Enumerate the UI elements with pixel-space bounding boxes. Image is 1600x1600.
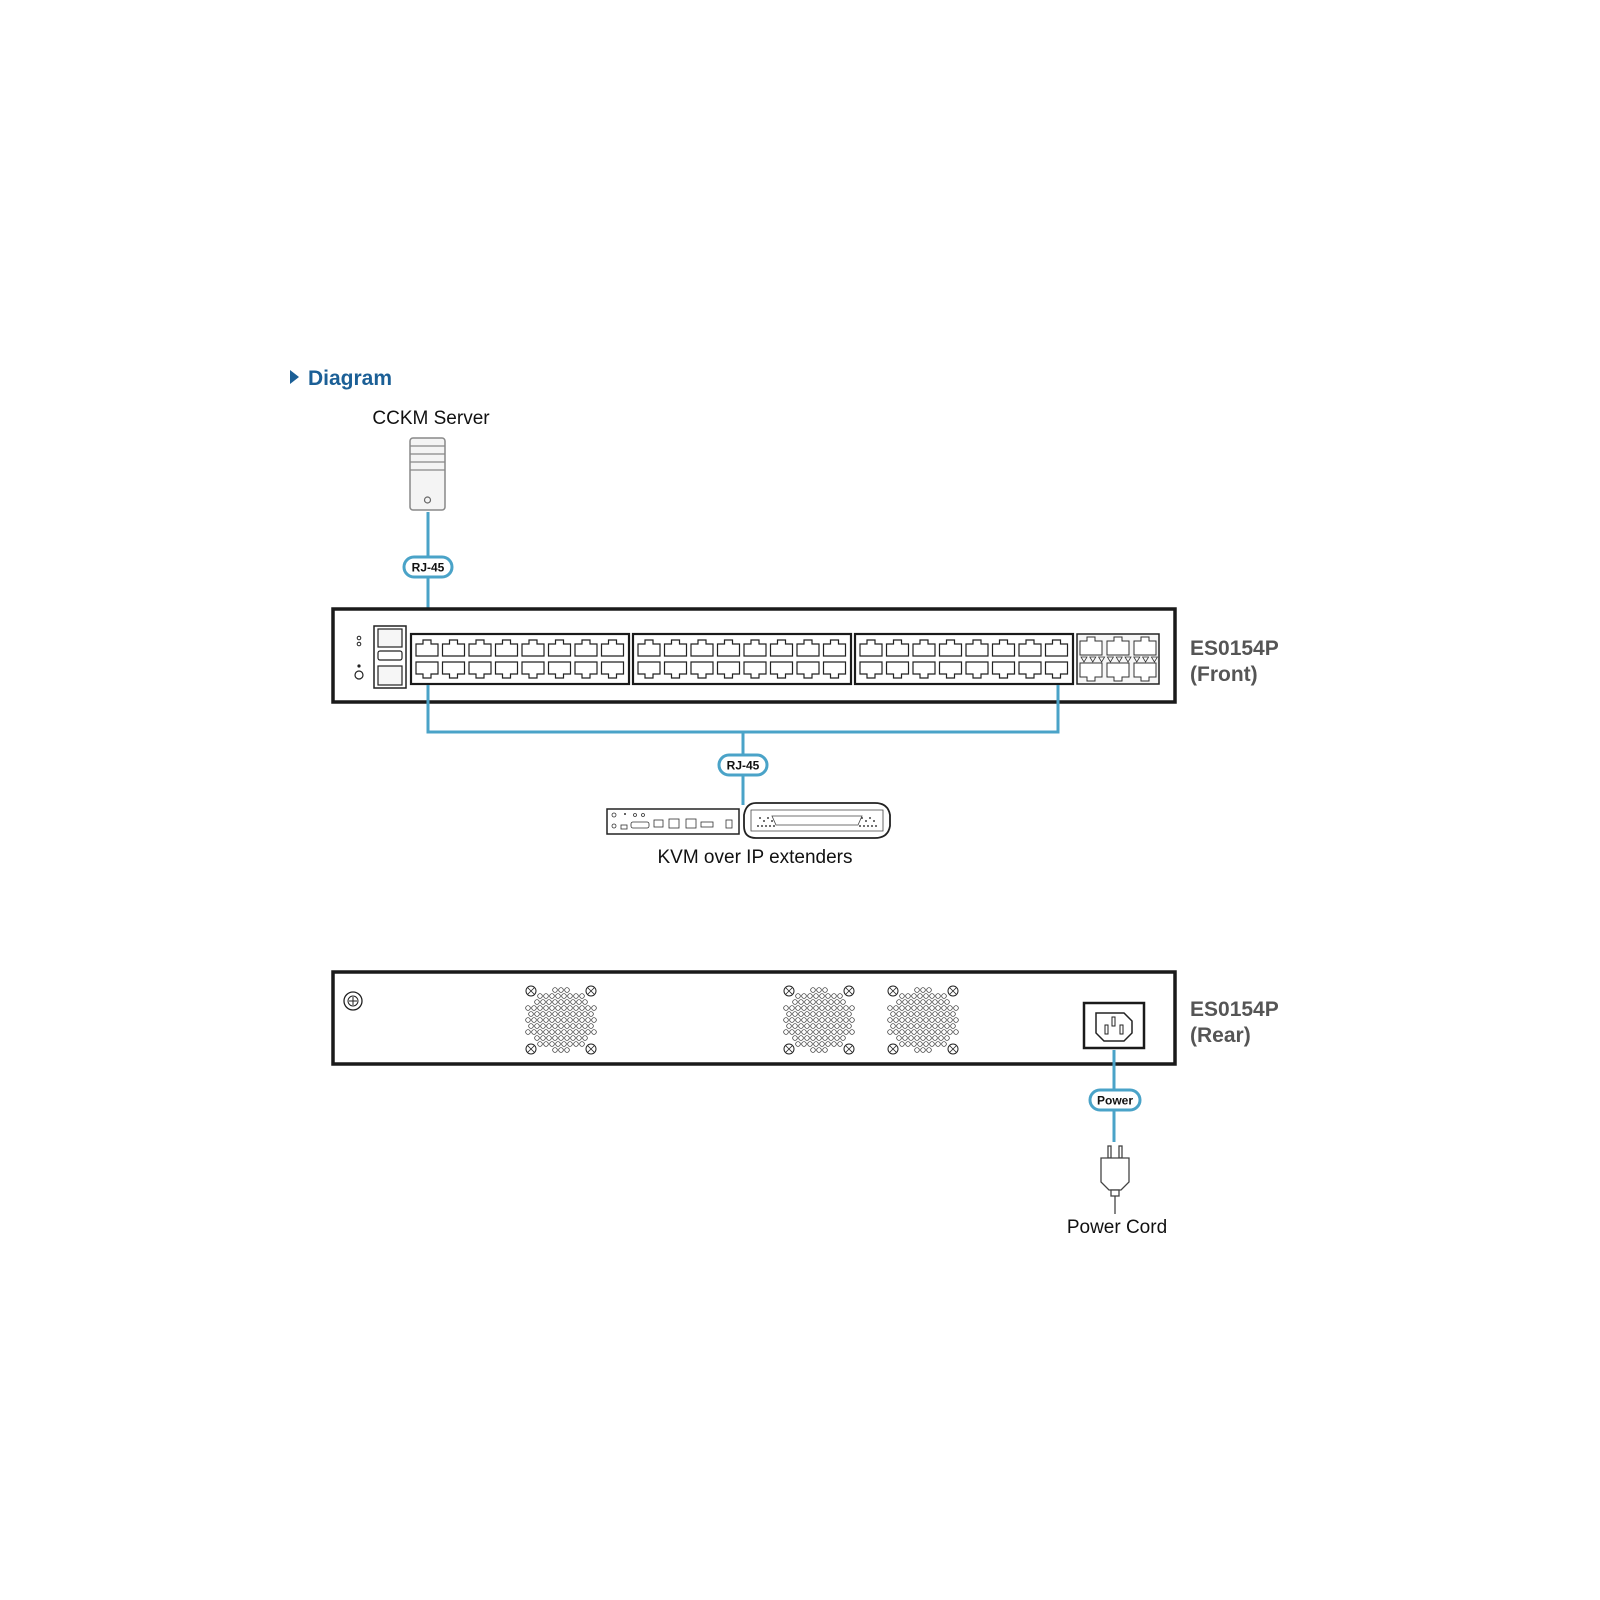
rj45-port-icon <box>663 639 688 657</box>
port-bank <box>631 632 853 686</box>
rj45-port-icon <box>938 661 963 679</box>
rj45-port-icon <box>637 661 661 679</box>
heading-text: Diagram <box>308 367 392 390</box>
rj45-port-icon <box>716 661 741 679</box>
svg-text:RJ-45: RJ-45 <box>412 561 445 575</box>
rj45-port-icon <box>822 661 847 679</box>
rj45-port-icon <box>574 639 598 657</box>
rj45-port-icon <box>690 639 714 657</box>
switch-front-panel <box>331 607 1177 704</box>
power-tag: Power <box>1088 1088 1142 1112</box>
rj45-port-icon <box>547 639 572 657</box>
sfp-port-icon <box>1079 662 1103 682</box>
rj45-port-icon <box>885 639 910 657</box>
server-icon <box>409 437 446 511</box>
power-inlet-icon <box>1082 1001 1146 1050</box>
rj45-port-icon <box>441 661 466 679</box>
power-cord-label: Power Cord <box>1067 1217 1167 1238</box>
front-model-label: ES0154P <box>1190 637 1279 660</box>
rj45-top-tag: RJ-45 <box>402 555 454 579</box>
server-label: CCKM Server <box>372 408 490 429</box>
rj45-port-icon <box>468 639 492 657</box>
kvm-extender-unit-icon <box>743 802 891 839</box>
switch-rear-panel <box>331 970 1177 1066</box>
reset-button-icon <box>354 670 364 680</box>
led-icon <box>356 641 362 647</box>
led-icon <box>356 635 362 641</box>
rear-model-label: ES0154P <box>1190 998 1279 1021</box>
rj45-port-icon <box>1018 661 1042 679</box>
rj45-port-icon <box>1044 639 1069 657</box>
rj45-port-icon <box>468 661 492 679</box>
rj45-port-icon <box>912 639 936 657</box>
rj45-port-icon <box>885 661 910 679</box>
rj45-port-icon <box>859 639 883 657</box>
console-port-icon <box>377 628 403 648</box>
rj45-port-icon <box>796 639 820 657</box>
rj45-port-icon <box>415 639 439 657</box>
rj45-port-icon <box>494 639 519 657</box>
rj45-port-icon <box>637 639 661 657</box>
front-view-label: (Front) <box>1190 663 1258 686</box>
rj45-port-icon <box>600 639 625 657</box>
led-icon <box>357 664 361 668</box>
ground-screw-icon <box>343 991 363 1011</box>
fan-grille-icon <box>887 985 959 1055</box>
sfp-port-icon <box>1133 636 1157 656</box>
rj45-port-icon <box>991 661 1016 679</box>
rj45-port-banks <box>409 632 1075 686</box>
rj45-port-icon <box>415 661 439 679</box>
rj45-port-icon <box>521 639 545 657</box>
rj45-port-icon <box>521 661 545 679</box>
diagram-heading: Diagram <box>290 367 392 390</box>
rj45-port-icon <box>796 661 820 679</box>
rear-view-label: (Rear) <box>1190 1024 1251 1047</box>
rj45-port-icon <box>574 661 598 679</box>
port-bank <box>409 632 631 686</box>
fan-grille-icon <box>783 985 855 1055</box>
usb-port-icon <box>377 650 403 661</box>
ethernet-port-icon <box>377 665 403 686</box>
rj45-port-icon <box>822 639 847 657</box>
rj45-port-icon <box>769 661 794 679</box>
rj45-port-icon <box>1018 639 1042 657</box>
rj45-port-icon <box>965 639 989 657</box>
rj45-port-icon <box>991 639 1016 657</box>
rj45-port-icon <box>441 639 466 657</box>
rj45-port-icon <box>912 661 936 679</box>
rj45-port-icon <box>663 661 688 679</box>
svg-text:RJ-45: RJ-45 <box>727 759 760 773</box>
svg-text:Power: Power <box>1097 1094 1133 1108</box>
sfp-port-icon <box>1133 662 1157 682</box>
power-plug-icon <box>1100 1145 1130 1214</box>
rj45-port-icon <box>769 639 794 657</box>
rj45-port-icon <box>1044 661 1069 679</box>
rj45-bottom-tag: RJ-45 <box>717 753 769 777</box>
rj45-port-icon <box>494 661 519 679</box>
fan-grille-icon <box>525 985 597 1055</box>
sfp-port-icon <box>1106 636 1130 656</box>
rj45-port-icon <box>547 661 572 679</box>
kvm-extender-box-icon <box>606 808 740 835</box>
rj45-port-icon <box>859 661 883 679</box>
rj45-port-icon <box>938 639 963 657</box>
rj45-port-icon <box>716 639 741 657</box>
triangle-right-icon <box>290 370 299 384</box>
port-bank <box>853 632 1075 686</box>
rj45-port-icon <box>743 661 767 679</box>
rj45-port-icon <box>690 661 714 679</box>
rj45-port-icon <box>965 661 989 679</box>
sfp-port-block <box>1076 633 1160 685</box>
sfp-port-icon <box>1106 662 1130 682</box>
rj45-port-icon <box>743 639 767 657</box>
sfp-port-icon <box>1079 636 1103 656</box>
rj45-port-icon <box>600 661 625 679</box>
extenders-label: KVM over IP extenders <box>657 847 852 868</box>
